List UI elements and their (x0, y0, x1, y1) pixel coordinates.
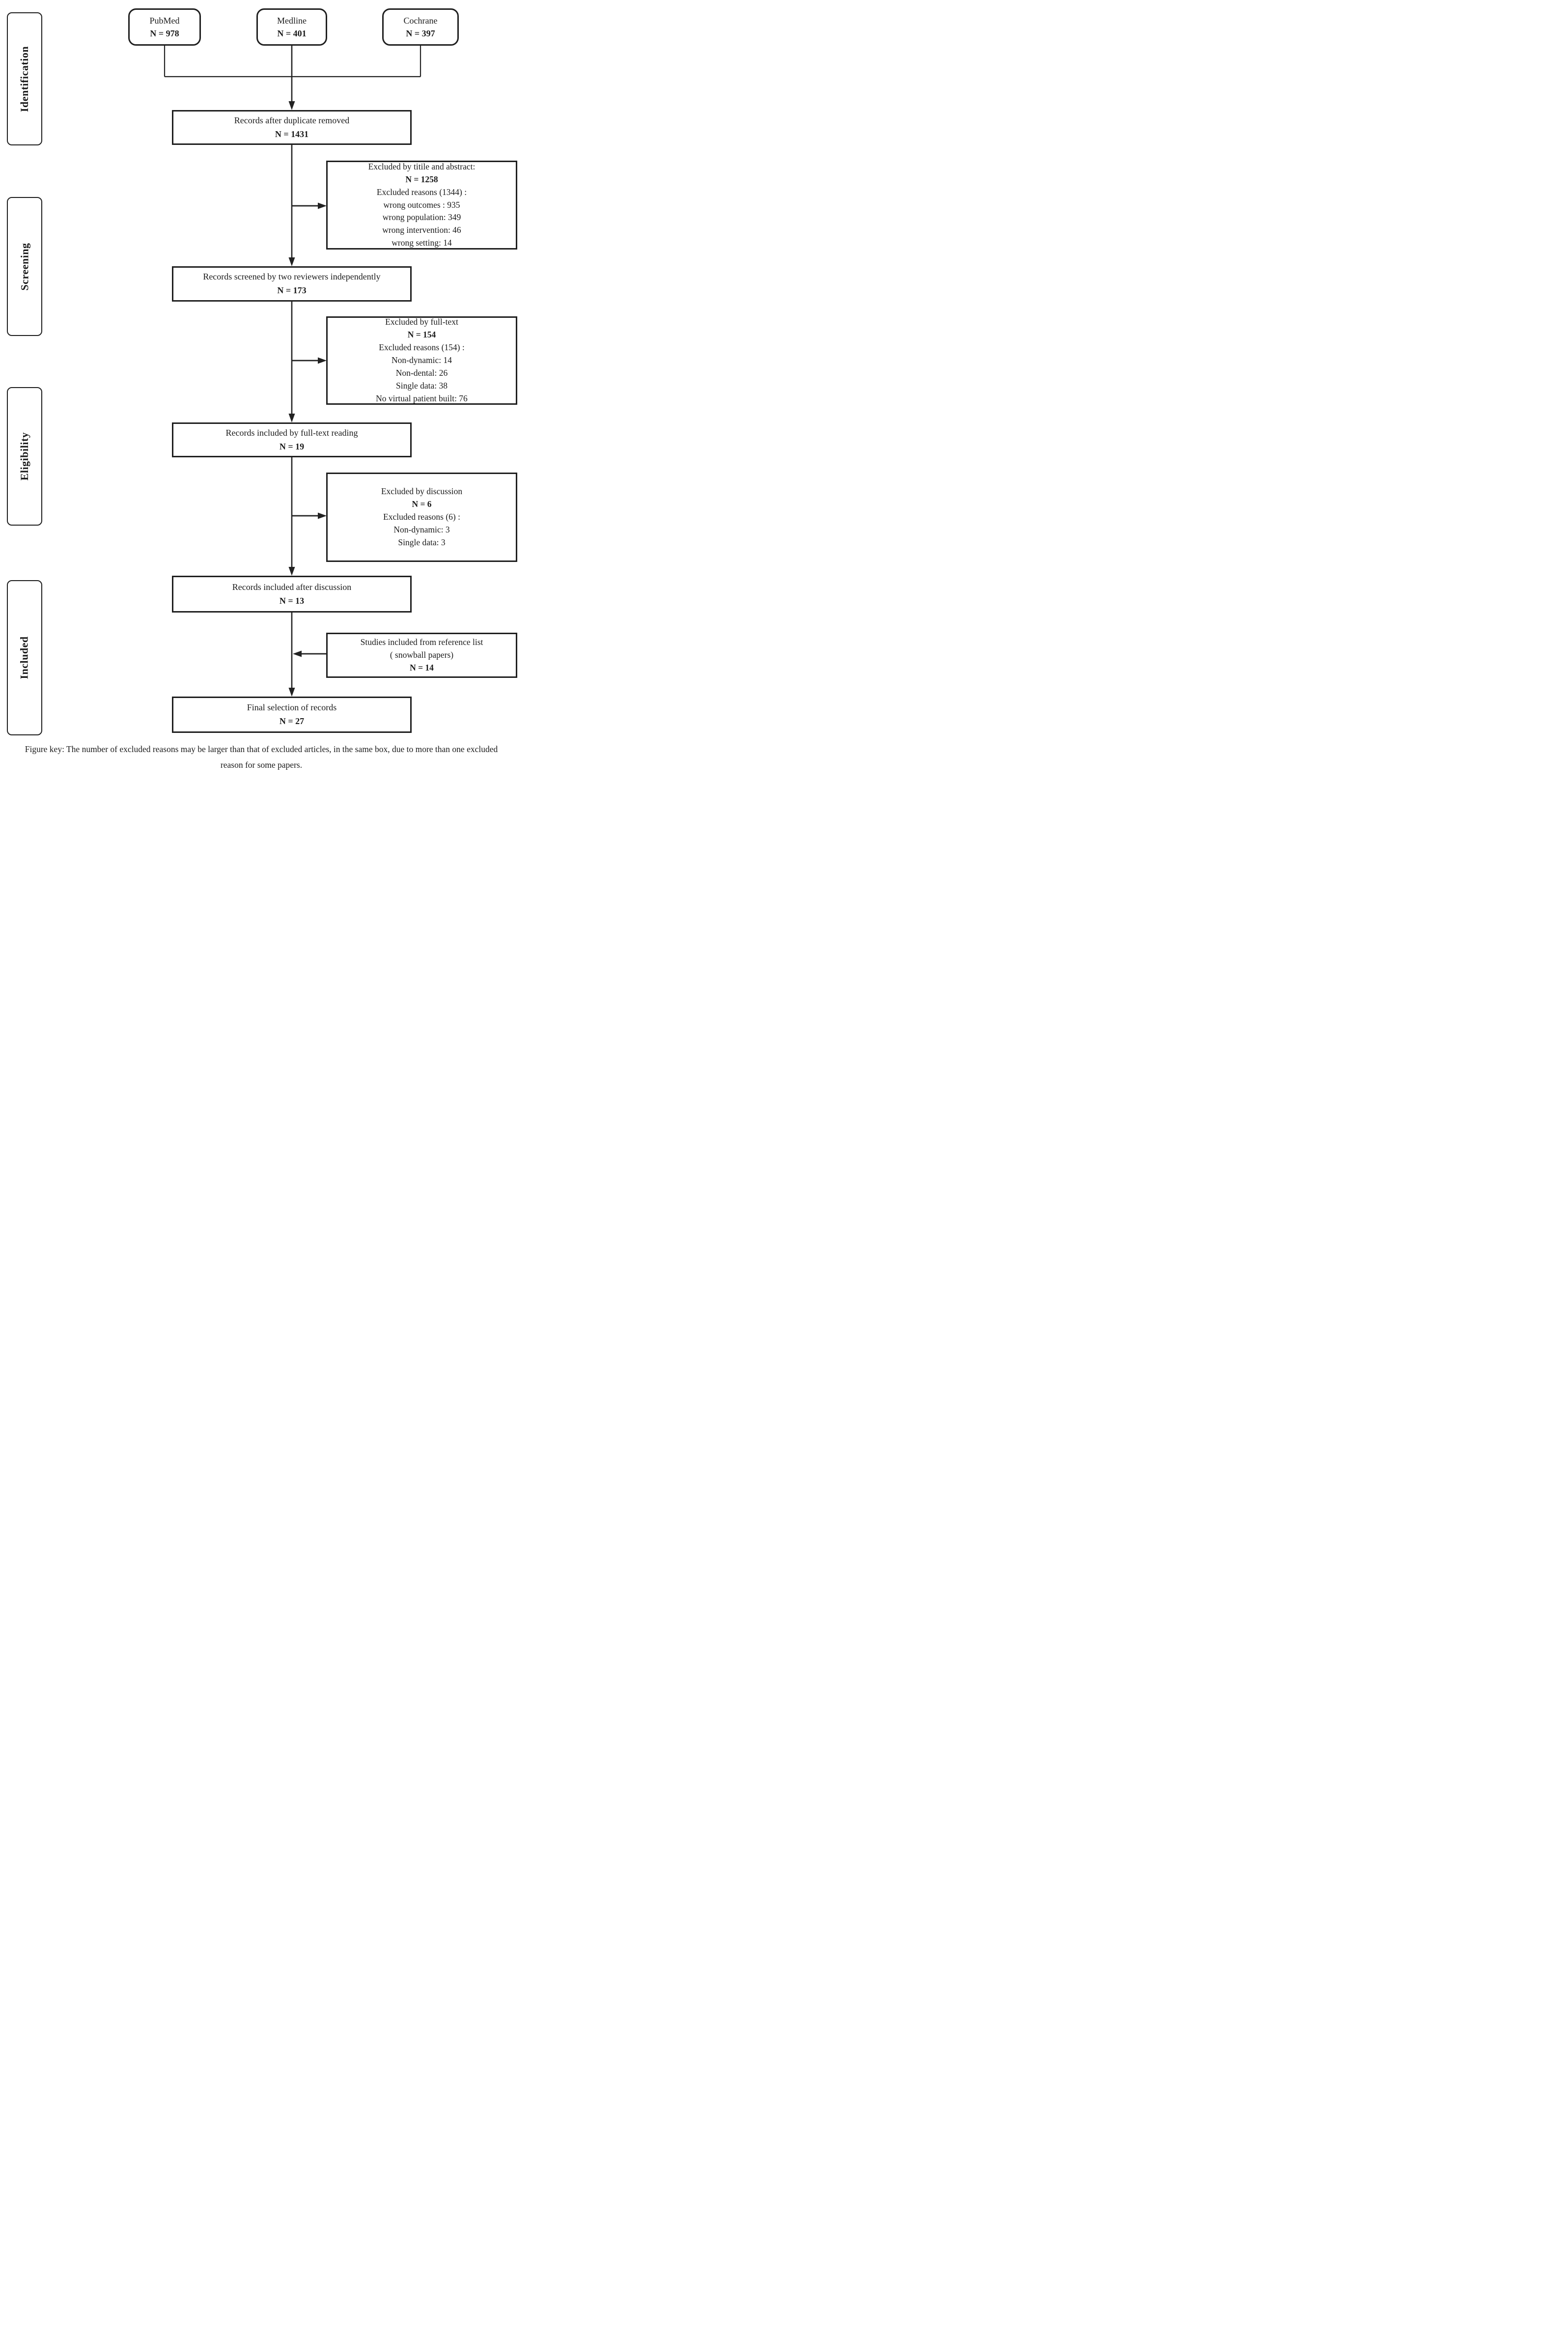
exclusion-reason: Non-dynamic: 3 (393, 524, 450, 534)
figure-key-caption: Figure key: The number of excluded reaso… (25, 744, 498, 770)
stage-label: Included (18, 636, 30, 679)
source-count: N = 978 (150, 28, 179, 38)
box-title: Records screened by two reviewers indepe… (203, 272, 381, 282)
source-count: N = 397 (406, 28, 435, 38)
exclusion-reason: Non-dynamic: 14 (392, 355, 452, 365)
stage-screening: Screening (7, 197, 42, 336)
exclusion-reasons-header: Excluded reasons (1344) : (376, 187, 467, 197)
exclusion-reason: wrong population: 349 (382, 212, 461, 223)
box-excluded-fulltext: Excluded by full-text N = 154 Excluded r… (326, 316, 517, 405)
arrowhead-right-icon (318, 512, 327, 519)
exclusion-reason: Non-dental: 26 (395, 367, 448, 378)
snowball-title: Studies included from reference list (360, 637, 483, 647)
source-box-cochrane: Cochrane N = 397 (382, 8, 459, 46)
box-records-included-fulltext: Records included by full-text reading N … (172, 422, 412, 457)
box-excluded-title-abstract: Excluded by titile and abstract: N = 125… (326, 161, 517, 250)
box-count: N = 27 (279, 716, 305, 726)
stage-included: Included (7, 580, 42, 735)
source-box-medline: Medline N = 401 (256, 8, 327, 46)
box-title: Records included by full-text reading (225, 427, 358, 438)
exclusion-reason: wrong intervention: 46 (382, 225, 461, 235)
exclusion-title: Excluded by full-text (385, 317, 458, 327)
arrowhead-right-icon (318, 357, 327, 364)
exclusion-reason: No virtual patient built: 76 (376, 393, 468, 403)
box-records-included-after-discussion: Records included after discussion N = 13 (172, 576, 412, 613)
source-count: N = 401 (277, 28, 307, 38)
arrowhead-left-icon (293, 650, 302, 657)
box-title: Records included after discussion (232, 582, 352, 592)
arrowhead-down-icon (288, 688, 295, 697)
box-final-selection: Final selection of records N = 27 (172, 697, 412, 733)
box-count: N = 13 (279, 595, 305, 606)
exclusion-count: N = 154 (407, 330, 436, 340)
box-records-after-duplicate-removed: Records after duplicate removed N = 1431 (172, 110, 412, 145)
exclusion-reason: Single data: 38 (396, 380, 448, 391)
box-excluded-discussion: Excluded by discussion N = 6 Excluded re… (326, 473, 517, 562)
arrowhead-down-icon (288, 257, 295, 266)
arrowhead-down-icon (288, 567, 295, 576)
prisma-flow-diagram: Identification Screening Eligibility Inc… (0, 0, 523, 783)
box-count: N = 173 (277, 285, 307, 295)
stage-identification: Identification (7, 12, 42, 145)
source-name: PubMed (149, 15, 180, 26)
snowball-subtitle: ( snowball papers) (390, 650, 454, 660)
box-title: Final selection of records (247, 702, 337, 713)
box-count: N = 1431 (275, 129, 309, 139)
source-box-pubmed: PubMed N = 978 (128, 8, 201, 46)
exclusion-reasons-header: Excluded reasons (6) : (383, 512, 460, 522)
stage-label: Eligibility (18, 432, 31, 481)
source-name: Medline (277, 15, 307, 26)
box-records-screened: Records screened by two reviewers indepe… (172, 266, 412, 302)
arrowhead-down-icon (288, 101, 295, 110)
exclusion-count: N = 6 (412, 499, 432, 509)
stage-eligibility: Eligibility (7, 387, 42, 526)
exclusion-reason: wrong outcomes : 935 (383, 199, 460, 210)
exclusion-title: Excluded by discussion (381, 486, 463, 497)
stage-label: Screening (18, 243, 31, 290)
exclusion-title: Excluded by titile and abstract: (368, 161, 476, 171)
exclusion-reasons-header: Excluded reasons (154) : (379, 342, 465, 353)
arrowhead-right-icon (318, 202, 327, 209)
exclusion-count: N = 1258 (405, 174, 438, 184)
snowball-count: N = 14 (410, 662, 434, 672)
arrowhead-down-icon (288, 414, 295, 422)
box-count: N = 19 (279, 441, 305, 451)
box-title: Records after duplicate removed (234, 115, 350, 125)
box-snowball-studies: Studies included from reference list ( s… (326, 633, 517, 678)
exclusion-reason: wrong setting: 14 (392, 238, 452, 248)
exclusion-reason: Single data: 3 (398, 537, 446, 547)
source-name: Cochrane (403, 15, 438, 26)
stage-label: Identification (18, 46, 30, 112)
